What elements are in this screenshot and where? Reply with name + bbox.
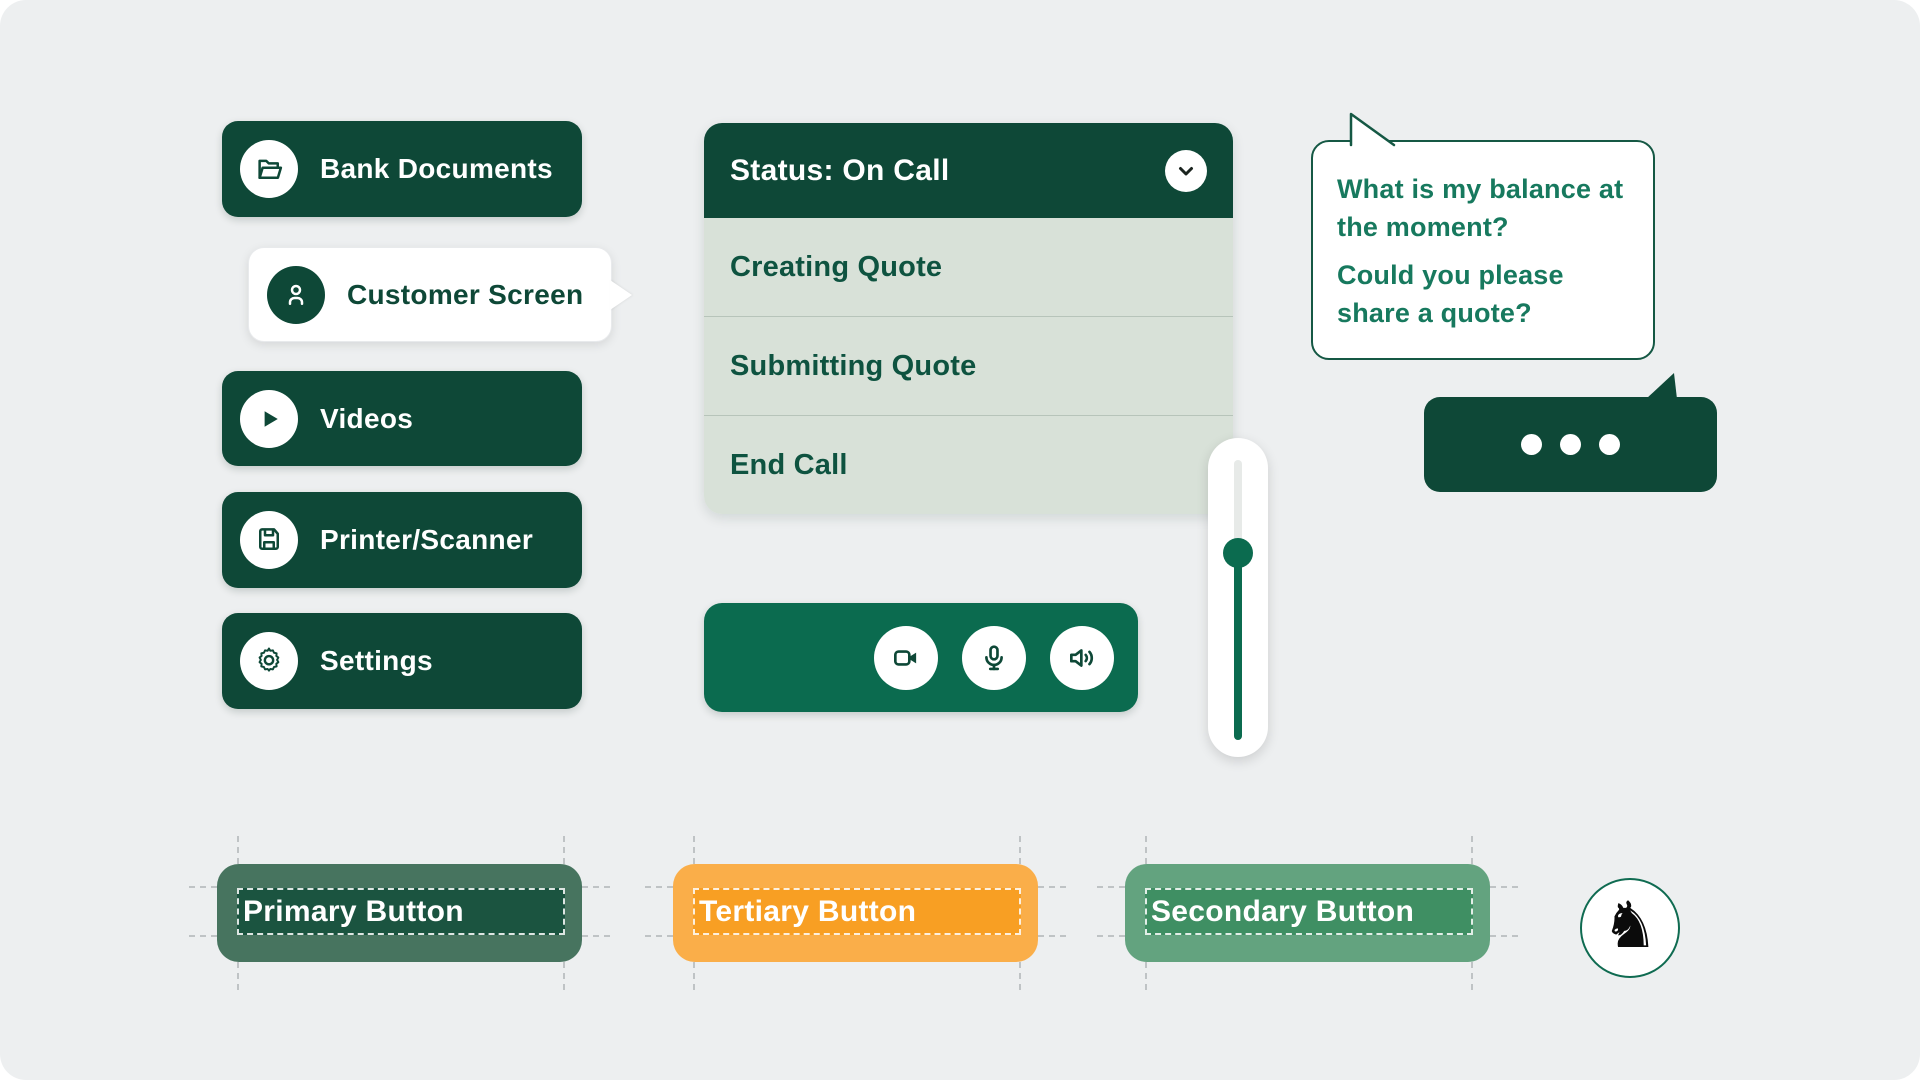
spec-guide-line <box>645 935 673 937</box>
bubble-tail <box>1646 373 1677 399</box>
sidebar-item-label: Settings <box>320 645 433 676</box>
status-dropdown-header[interactable]: Status: On Call <box>704 123 1233 218</box>
gear-icon <box>240 632 298 690</box>
button-label: Tertiary Button <box>699 894 917 928</box>
user-icon <box>267 265 325 324</box>
video-camera-icon <box>890 642 922 674</box>
spec-guide-line <box>645 886 673 888</box>
slider-knob[interactable] <box>1223 538 1253 568</box>
agent-typing-bubble <box>1424 373 1717 492</box>
sidebar-item-printer-scanner[interactable]: Printer/Scanner <box>222 492 582 588</box>
volume-slider[interactable] <box>1208 438 1268 757</box>
spec-guide-line <box>1145 836 1147 864</box>
chevron-down-icon[interactable] <box>1165 149 1207 192</box>
typing-dot <box>1599 434 1620 455</box>
spec-guide-line <box>1019 836 1021 864</box>
microphone-icon <box>978 642 1010 674</box>
padding-guide-box: Tertiary Button <box>693 888 1021 935</box>
microphone-button[interactable] <box>962 625 1026 690</box>
primary-button[interactable]: Primary Button <box>189 836 610 990</box>
sidebar-item-settings[interactable]: Settings <box>222 613 582 709</box>
spec-guide-line <box>189 935 217 937</box>
customer-message-bubble: What is my balance at the moment? Could … <box>1311 112 1655 360</box>
customer-message-text: Could you please share a quote? <box>1337 260 1564 328</box>
camera-button[interactable] <box>874 625 938 690</box>
spec-guide-line <box>1038 935 1066 937</box>
speaker-button[interactable] <box>1050 625 1114 690</box>
spec-guide-line <box>1097 935 1125 937</box>
spec-guide-line <box>1471 962 1473 990</box>
sidebar-item-label: Videos <box>320 402 414 434</box>
sidebar-item-label: Printer/Scanner <box>320 524 534 555</box>
play-icon <box>240 389 298 448</box>
spec-guide-line <box>1490 935 1518 937</box>
spec-guide-line <box>1097 886 1125 888</box>
sidebar-item-label: Bank Documents <box>320 153 553 184</box>
spec-guide-line <box>563 962 565 990</box>
status-label: Status: On Call <box>730 153 950 187</box>
spec-guide-line <box>1471 836 1473 864</box>
lloyds-black-horse-logo: ♞ <box>1580 878 1680 978</box>
spec-guide-line <box>582 935 610 937</box>
folder-open-icon <box>240 140 298 198</box>
sidebar-item-customer-screen[interactable]: Customer Screen <box>248 247 612 342</box>
bubble-tail <box>1349 112 1396 147</box>
spec-guide-line <box>237 836 239 864</box>
padding-guide-box: Primary Button <box>237 888 565 935</box>
save-icon <box>240 511 298 569</box>
slider-fill <box>1234 553 1242 740</box>
spec-guide-line <box>1019 962 1021 990</box>
call-controls-bar <box>704 603 1138 712</box>
speaker-volume-icon <box>1066 642 1098 674</box>
spec-guide-line <box>693 962 695 990</box>
button-label: Primary Button <box>243 894 464 928</box>
tertiary-button[interactable]: Tertiary Button <box>645 836 1066 990</box>
sidebar-item-videos[interactable]: Videos <box>222 371 582 466</box>
status-option-creating-quote[interactable]: Creating Quote <box>730 250 943 283</box>
status-option-submitting-quote[interactable]: Submitting Quote <box>704 316 1233 415</box>
spec-guide-line <box>189 886 217 888</box>
typing-dot <box>1521 434 1542 455</box>
spec-guide-line <box>237 962 239 990</box>
sidebar-item-bank-documents[interactable]: Bank Documents <box>222 121 582 217</box>
status-option-end-call[interactable]: End Call <box>704 415 1233 514</box>
spec-guide-line <box>1145 962 1147 990</box>
status-options-list: Creating Quote Submitting Quote End Call <box>704 218 1233 514</box>
spec-guide-line <box>563 836 565 864</box>
spec-guide-line <box>1490 886 1518 888</box>
spec-guide-line <box>1038 886 1066 888</box>
customer-message-text: What is my balance at the moment? <box>1337 174 1624 242</box>
status-dropdown: Status: On Call Creating Quote Submittin… <box>704 123 1233 514</box>
padding-guide-box: Secondary Button <box>1145 888 1473 935</box>
typing-dot <box>1560 434 1581 455</box>
secondary-button[interactable]: Secondary Button <box>1097 836 1518 990</box>
black-horse-icon: ♞ <box>1601 889 1659 961</box>
sidebar-item-label: Customer Screen <box>347 278 584 310</box>
spec-guide-line <box>693 836 695 864</box>
spec-guide-line <box>582 886 610 888</box>
button-label: Secondary Button <box>1151 894 1415 928</box>
